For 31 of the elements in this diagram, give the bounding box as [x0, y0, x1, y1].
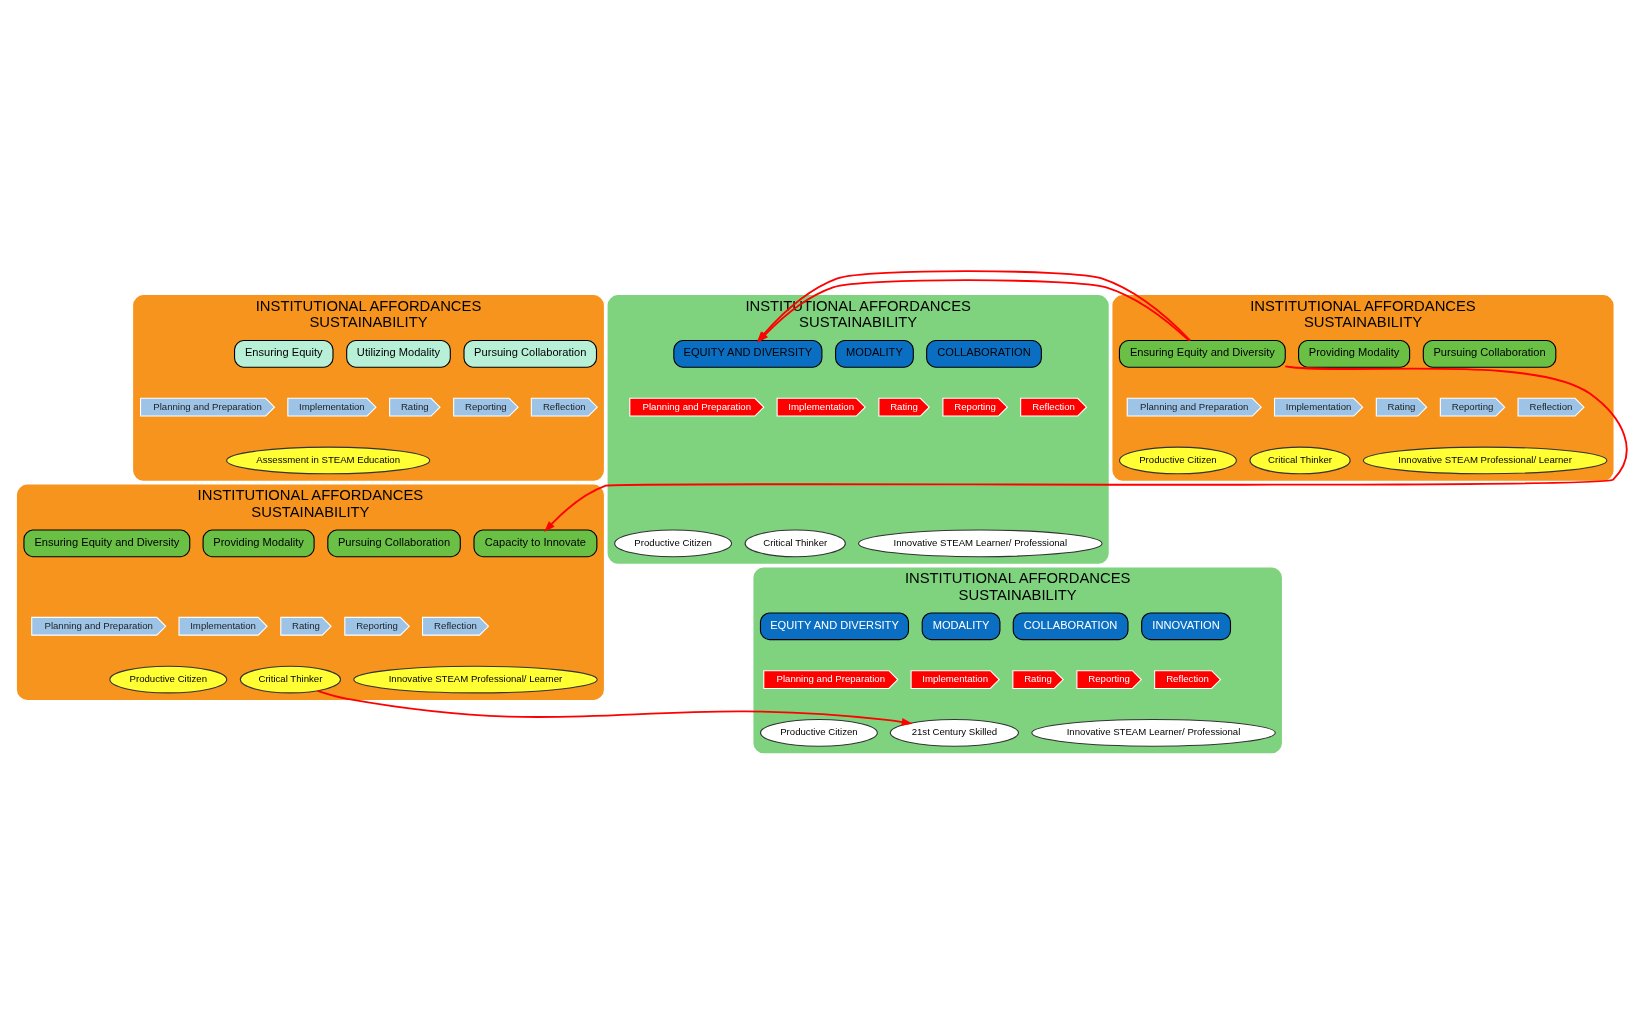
node-box: Ensuring Equity and Diversity: [1118, 339, 1286, 368]
node-ellipse: Innovative STEAM Professional/ Learner: [353, 665, 598, 693]
node-ellipse: Innovative STEAM Learner/ Professional: [1031, 718, 1276, 747]
node-ellipse: Productive Citizen: [1118, 446, 1237, 474]
arrow: [316, 689, 913, 726]
node-box: COLLABORATION: [1012, 611, 1129, 640]
node-ellipse: Productive Citizen: [614, 529, 733, 557]
node-ellipse: Innovative STEAM Professional/ Learner: [1362, 446, 1608, 474]
node-ellipse: Critical Thinker: [1249, 446, 1351, 474]
node-ellipse: Critical Thinker: [239, 665, 342, 693]
arrow: [544, 365, 1628, 532]
node-ellipse: Productive Citizen: [109, 665, 228, 693]
node-ellipse: Innovative STEAM Learner/ Professional: [858, 529, 1103, 557]
node-box: Utilizing Modality: [346, 339, 451, 368]
node-box: Pursuing Collaboration: [463, 339, 598, 368]
node-box: Ensuring Equity and Diversity: [23, 529, 191, 557]
node-box: Providing Modality: [1298, 339, 1411, 368]
node-ellipse: Productive Citizen: [759, 718, 878, 747]
node-box: COLLABORATION: [926, 339, 1042, 368]
node-box: MODALITY: [921, 611, 1001, 640]
node-box: Ensuring Equity: [234, 339, 334, 368]
node-box: EQUITY AND DIVERSITY: [673, 339, 823, 368]
node-box: Pursuing Collaboration: [327, 529, 461, 557]
node-ellipse: Critical Thinker: [744, 529, 846, 557]
node-box: MODALITY: [835, 339, 914, 368]
node-box: Pursuing Collaboration: [1422, 339, 1557, 368]
node-box: INNOVATION: [1141, 611, 1232, 640]
node-box: Providing Modality: [202, 529, 315, 557]
node-box: Capacity to Innovate: [473, 529, 598, 557]
node-box: EQUITY AND DIVERSITY: [759, 611, 910, 640]
node-ellipse: Assessment in STEAM Education: [226, 446, 431, 474]
